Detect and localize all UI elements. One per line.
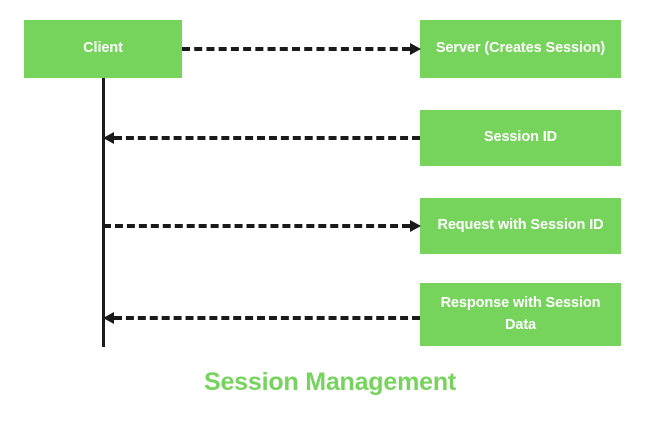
arrowhead-left-icon — [103, 132, 114, 144]
arrow-client-to-request — [103, 220, 421, 232]
message-box-response-with-session-data: Response with Session Data — [420, 283, 621, 346]
arrow-response-to-client — [103, 312, 420, 324]
dashed-line — [114, 136, 420, 140]
arrow-session-id-to-client — [103, 132, 420, 144]
arrowhead-left-icon — [103, 312, 114, 324]
arrowhead-right-icon — [410, 220, 421, 232]
dashed-line — [103, 224, 410, 228]
dashed-line — [114, 316, 420, 320]
arrowhead-right-icon — [410, 43, 421, 55]
dashed-line — [182, 47, 410, 51]
participant-box-server: Server (Creates Session) — [420, 20, 621, 78]
message-box-session-id: Session ID — [420, 110, 621, 166]
participant-box-client: Client — [24, 20, 182, 78]
message-box-request-with-session-id: Request with Session ID — [420, 198, 621, 254]
arrow-client-to-server — [182, 43, 421, 55]
lifeline-client — [102, 78, 105, 347]
diagram-title: Session Management — [203, 368, 457, 396]
